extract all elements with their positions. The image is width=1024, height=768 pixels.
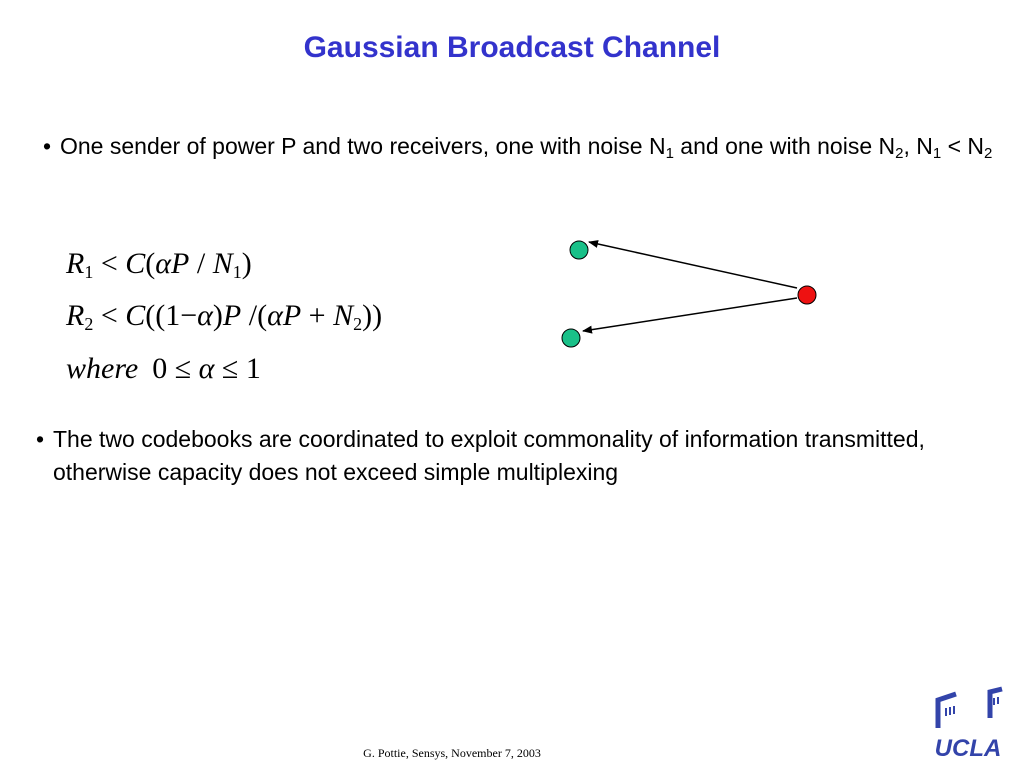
eq-symbol: P (222, 299, 242, 332)
equation-rate-2: R2 < C((1−α)P /(αP + N2)) (66, 296, 382, 336)
receiver-1-node (569, 240, 589, 260)
subscript: 2 (984, 145, 993, 162)
eq-symbol: α (198, 352, 215, 385)
eq-subscript: 2 (84, 314, 94, 334)
eq-operator: ≤ (221, 352, 239, 385)
bullet-item-2: • The two codebooks are coordinated to e… (36, 423, 1013, 489)
eq-operator: + (308, 299, 326, 332)
eq-symbol: α (155, 247, 172, 280)
eq-paren: ) (241, 247, 252, 280)
eq-subscript: 2 (353, 314, 363, 334)
eq-paren: )) (362, 299, 383, 332)
eq-paren: ( (145, 247, 156, 280)
eq-paren: ) (212, 299, 223, 332)
receiver-2-node (561, 328, 581, 348)
bullet-item-1: • One sender of power P and two receiver… (43, 130, 1020, 163)
eq-subscript: 1 (232, 262, 242, 282)
subscript: 1 (665, 145, 674, 162)
bullet-text: , N (903, 133, 933, 159)
eq-operator: − (180, 299, 198, 332)
ucla-logo: UCLA (935, 686, 1003, 762)
eq-word: where (66, 352, 139, 385)
eq-symbol: P (171, 247, 190, 280)
sender-node (797, 285, 817, 305)
eq-number: 0 (152, 352, 168, 385)
logo-text: UCLA (935, 735, 1002, 762)
subscript: 2 (895, 145, 904, 162)
eq-number: 1 (245, 352, 261, 385)
eq-operator: < (100, 247, 118, 280)
eq-symbol: N (333, 299, 354, 332)
eq-subscript: 1 (84, 262, 94, 282)
broadcast-diagram (561, 240, 817, 348)
eq-symbol: R (66, 247, 85, 280)
eq-symbol: C (125, 247, 146, 280)
subscript: 1 (932, 145, 942, 162)
equation-rate-1: R1 < C(αP / N1) (66, 244, 252, 284)
logo-arch-shape (935, 686, 1003, 728)
bullet-text: and one with noise N (673, 133, 896, 159)
eq-operator: ≤ (174, 352, 192, 385)
eq-operator: / (196, 247, 206, 280)
bullet-text: The two codebooks are coordinated to exp… (53, 426, 925, 485)
eq-symbol: α (267, 299, 283, 332)
eq-operator: /( (248, 299, 268, 332)
footer-citation: G. Pottie, Sensys, November 7, 2003 (363, 746, 541, 760)
eq-symbol: P (282, 299, 302, 332)
eq-symbol: C (125, 299, 146, 332)
bullet-text: < N (941, 133, 985, 159)
broadcast-arrow-1 (588, 240, 798, 289)
eq-symbol: α (197, 299, 213, 332)
eq-symbol: R (66, 299, 85, 332)
logo-windows (945, 697, 999, 716)
bullet-text: One sender of power P and two receivers,… (60, 133, 666, 159)
bullet-dot: • (36, 426, 45, 452)
eq-paren: ((1 (145, 299, 181, 332)
eq-symbol: N (212, 247, 233, 280)
broadcast-arrow-2 (582, 297, 798, 334)
eq-operator: < (100, 299, 118, 332)
page-title: Gaussian Broadcast Channel (303, 31, 721, 64)
bullet-dot: • (43, 133, 52, 159)
equation-constraint: where 0 ≤ α ≤ 1 (66, 349, 261, 389)
